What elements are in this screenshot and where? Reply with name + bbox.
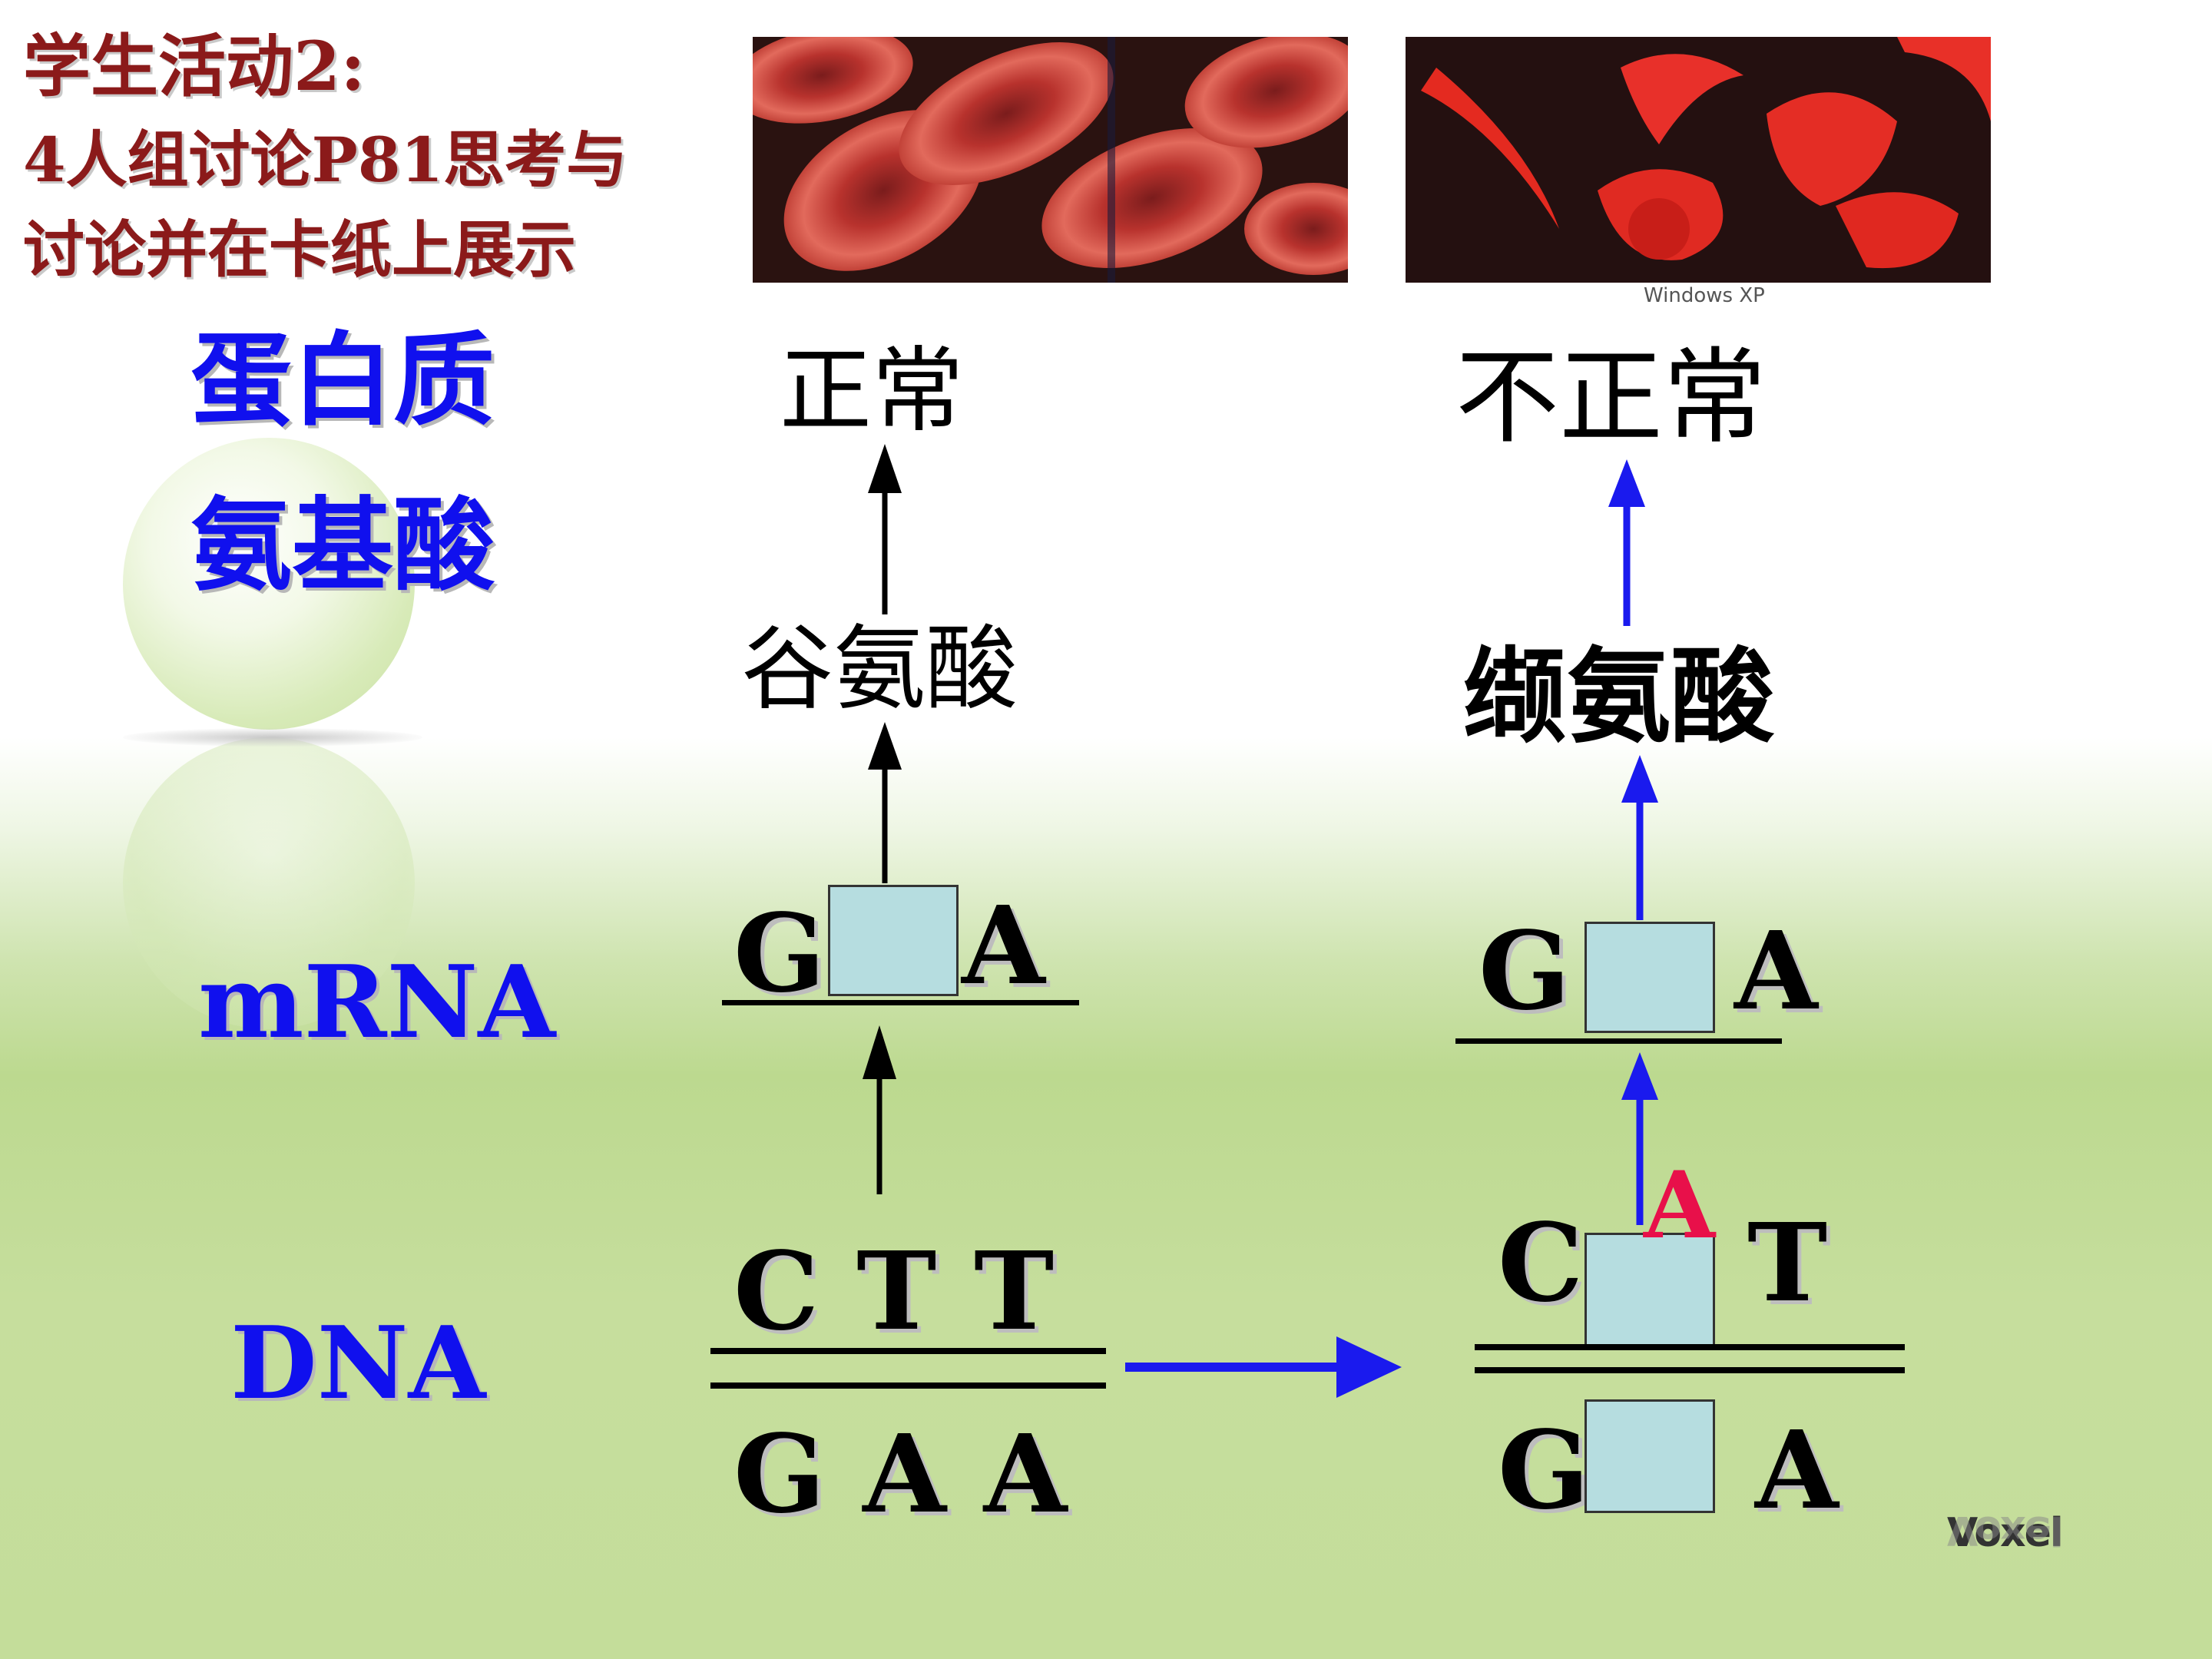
abnormal-dna-top-base-right: T (1747, 1200, 1828, 1326)
label-dna: DNA (230, 1304, 486, 1422)
voxel-logo: Voxel (1947, 1510, 2064, 1556)
normal-amino-acid-label: 谷氨酸 (741, 616, 1018, 723)
abnormal-protein-label: 不正常 (1455, 337, 1767, 458)
normal-mrna-codon-box (828, 885, 959, 996)
label-amino-acid: 氨基酸 (190, 487, 495, 605)
normal-arrow-mrna-to-aa (868, 722, 902, 883)
abnormal-dna-strand-top (1475, 1344, 1905, 1350)
abnormal-arrow-aa-to-protein (1608, 459, 1645, 626)
abnormal-dna-bottom-base-left: G (1498, 1408, 1590, 1534)
normal-dna-strand-bottom (710, 1382, 1106, 1389)
normal-dna-bottom-strand: G A A (733, 1412, 1068, 1538)
abnormal-mutated-base: A (1644, 1151, 1716, 1260)
abnormal-dna-mutation-box-bottom (1584, 1399, 1715, 1513)
normal-arrow-aa-to-protein (868, 444, 902, 614)
label-protein: 蛋白质 (190, 322, 495, 440)
normal-red-blood-cells-photo (753, 37, 1348, 283)
normal-protein-label: 正常 (780, 338, 964, 445)
abnormal-mrna-base-left: G (1479, 909, 1571, 1035)
decorative-orb-shadow (123, 728, 422, 747)
mutation-arrow (1125, 1336, 1402, 1398)
decorative-orb (123, 438, 415, 730)
abnormal-mrna-base-right: A (1734, 909, 1818, 1035)
abnormal-mrna-codon-box (1584, 922, 1715, 1033)
abnormal-dna-mutation-box-top (1584, 1233, 1715, 1348)
decorative-orb-reflection (123, 737, 415, 1029)
normal-arrow-dna-to-mrna (863, 1025, 896, 1194)
normal-dna-strand-top (710, 1348, 1106, 1354)
abnormal-amino-acid-label: 缬氨酸 (1463, 637, 1774, 757)
sickle-red-blood-cells-photo (1406, 37, 1991, 283)
normal-dna-top-strand: C T T (733, 1229, 1055, 1355)
abnormal-dna-bottom-base-right: A (1755, 1408, 1839, 1534)
activity-title: 学生活动2: (23, 26, 366, 106)
activity-instruction-line1: 4人组讨论P81思考与 (23, 124, 628, 196)
photo-caption: Windows XP (1644, 284, 1765, 307)
voxel-logo-reflection: Voxel (1947, 1507, 2062, 1553)
abnormal-dna-top-base-left: C (1498, 1200, 1584, 1326)
abnormal-mrna-strand (1455, 1038, 1782, 1044)
normal-mrna-base-left: G (733, 891, 826, 1017)
abnormal-dna-strand-bottom (1475, 1367, 1905, 1373)
normal-mrna-strand (722, 1000, 1079, 1005)
label-mrna: mRNA (198, 943, 556, 1061)
abnormal-arrow-dna-to-mrna (1621, 1052, 1658, 1225)
normal-mrna-base-right: A (962, 883, 1045, 1009)
activity-instruction-line2: 讨论并在卡纸上展示 (23, 214, 576, 286)
abnormal-arrow-mrna-to-aa (1621, 755, 1658, 920)
